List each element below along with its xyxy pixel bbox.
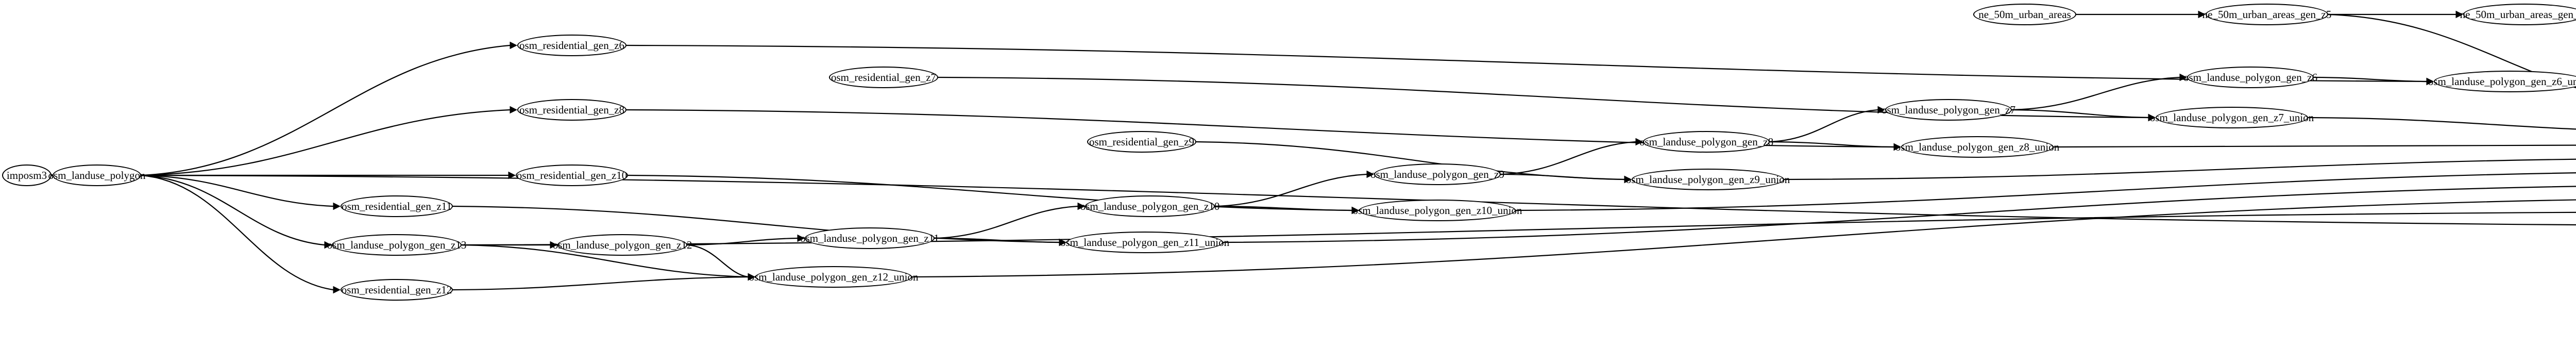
graph-node-label: imposm3: [6, 169, 47, 182]
edge-osm-landuse-polygon-to-layer-landuse-z14-: [141, 174, 2576, 226]
edge-osm-residential-gen-z10-to-osm-landuse-polygon-gen-z10-union: [628, 174, 1352, 211]
graph-node-osm-landuse-polygon-gen-z11-union[interactable]: osm_landuse_polygon_gen_z11_union: [1060, 232, 1229, 253]
graph-node-label: osm_landuse_polygon_gen_z9_union: [1625, 173, 1790, 186]
graph-node-label: ne_50m_urban_areas: [1978, 8, 2071, 21]
graph-node-label: osm_residential_gen_z12: [341, 283, 452, 296]
graph-node-imposm3[interactable]: imposm3: [2, 164, 52, 186]
graph-node-osm-residential-gen-z10[interactable]: osm_residential_gen_z10: [516, 164, 628, 186]
edge-osm-landuse-polygon-gen-z12-to-osm-landuse-polygon-gen-z12-union: [687, 244, 749, 278]
edge-osm-landuse-polygon-gen-z9-to-osm-landuse-polygon-gen-z8: [1500, 141, 1636, 175]
edge-ne-50m-urban-areas-gen-z5-to-layer-landuse-z5: [2328, 13, 2576, 89]
edge-osm-landuse-polygon-gen-z11-to-osm-landuse-polygon-gen-z10: [934, 205, 1078, 239]
graph-node-label: osm_landuse_polygon_gen_z8_union: [1895, 140, 2060, 153]
edge-osm-landuse-polygon-gen-z12-union-to-layer-landuse-z12: [911, 199, 2576, 278]
graph-node-label: osm_landuse_polygon_gen_z10_union: [1352, 204, 1522, 217]
edge-osm-residential-gen-z12-to-osm-landuse-polygon-gen-z12-union: [452, 276, 749, 291]
edge-osm-landuse-polygon-to-osm-residential-gen-z6: [141, 44, 511, 176]
graph-node-osm-landuse-polygon-gen-z6[interactable]: osm_landuse_polygon_gen_z6: [2183, 67, 2317, 88]
graph-node-label: osm_landuse_polygon_gen_z8: [1639, 135, 1774, 148]
edge-osm-landuse-polygon-gen-z8-to-osm-landuse-polygon-gen-z7: [1769, 109, 1878, 143]
graph-node-osm-landuse-polygon-gen-z9[interactable]: osm_landuse_polygon_gen_z9: [1370, 163, 1504, 185]
graph-node-ne-50m-urban-areas-gen-z5[interactable]: ne_50m_urban_areas_gen_z5: [2202, 4, 2331, 25]
graph-node-osm-landuse-polygon-gen-z8[interactable]: osm_landuse_polygon_gen_z8: [1639, 131, 1773, 153]
graph-node-osm-residential-gen-z8[interactable]: osm_residential_gen_z8: [517, 99, 626, 121]
graph-node-osm-residential-gen-z12[interactable]: osm_residential_gen_z12: [341, 279, 453, 301]
edge-osm-landuse-polygon-gen-z9-to-osm-landuse-polygon-gen-z9-union: [1500, 173, 1625, 180]
graph-node-osm-landuse-polygon-gen-z9-union[interactable]: osm_landuse_polygon_gen_z9_union: [1626, 169, 1790, 190]
graph-node-osm-landuse-polygon-gen-z12-union[interactable]: osm_landuse_polygon_gen_z12_union: [749, 266, 918, 288]
edge-osm-residential-gen-z11-to-osm-landuse-polygon-gen-z11-union: [452, 205, 1060, 243]
graph-node-label: osm_landuse_polygon_gen_z7_union: [2149, 111, 2314, 124]
edge-osm-landuse-polygon-to-osm-residential-gen-z8: [141, 109, 511, 176]
graph-node-osm-landuse-polygon-gen-z6-union[interactable]: osm_landuse_polygon_gen_z6_union: [2428, 71, 2576, 92]
edge-osm-landuse-polygon-gen-z10-to-osm-landuse-polygon-gen-z9: [1214, 173, 1367, 207]
graph-node-label: osm_landuse_polygon_gen_z11: [800, 232, 939, 244]
graph-node-label: osm_landuse_polygon: [48, 169, 146, 182]
edge-osm-landuse-polygon-gen-z11-union-to-layer-landuse-z11: [1223, 186, 2576, 243]
graph-node-label: osm_landuse_polygon_gen_z6: [2183, 71, 2318, 84]
graph-node-label: osm_landuse_polygon_gen_z6_union: [2428, 75, 2576, 88]
edge-osm-landuse-polygon-to-osm-landuse-polygon-gen-z13: [141, 174, 325, 246]
graph-node-osm-landuse-polygon-gen-z7-union[interactable]: osm_landuse_polygon_gen_z7_union: [2150, 107, 2314, 128]
graph-node-osm-landuse-polygon-gen-z7[interactable]: osm_landuse_polygon_gen_z7: [1881, 99, 2016, 121]
graph-node-osm-landuse-polygon-gen-z12[interactable]: osm_landuse_polygon_gen_z12: [553, 234, 692, 256]
edge-osm-landuse-polygon-gen-z10-union-to-layer-landuse-z10: [1515, 172, 2576, 211]
graph-node-label: osm_landuse_polygon_gen_z9: [1370, 168, 1505, 180]
graph-node-label: osm_residential_gen_z6: [519, 39, 625, 52]
graph-node-osm-residential-gen-z9[interactable]: osm_residential_gen_z9: [1087, 131, 1196, 153]
edge-osm-landuse-polygon-gen-z10-to-osm-landuse-polygon-gen-z10-union: [1214, 205, 1352, 211]
graph-node-osm-landuse-polygon-gen-z11[interactable]: osm_landuse_polygon_gen_z11: [800, 227, 939, 249]
edge-osm-landuse-polygon-gen-z7-to-osm-landuse-polygon-gen-z6: [2011, 76, 2180, 111]
graph-node-label: osm_landuse_polygon_gen_z12_union: [749, 270, 919, 283]
edge-osm-landuse-polygon-gen-z9-union-to-layer-landuse-z9: [1784, 158, 2576, 180]
edge-osm-landuse-polygon-gen-z7-to-osm-landuse-polygon-gen-z7-union: [2011, 109, 2149, 119]
graph-node-label: osm_residential_gen_z11: [342, 200, 452, 212]
edge-osm-landuse-polygon-gen-z13-to-osm-landuse-polygon-gen-z12-union: [461, 244, 749, 278]
graph-node-osm-landuse-polygon-gen-z10-union[interactable]: osm_landuse_polygon_gen_z10_union: [1353, 200, 1522, 221]
graph-node-osm-residential-gen-z11[interactable]: osm_residential_gen_z11: [341, 195, 453, 217]
graph-node-osm-landuse-polygon[interactable]: osm_landuse_polygon: [48, 164, 146, 186]
graph-node-label: osm_landuse_polygon_gen_z7: [1881, 103, 2016, 116]
graph-node-label: osm_landuse_polygon_gen_z12: [552, 238, 692, 251]
edge-osm-landuse-polygon-to-osm-residential-gen-z12: [141, 174, 334, 291]
graph-node-label: ne_50m_urban_areas_gen_z4: [2460, 8, 2576, 21]
graph-node-label: osm_residential_gen_z10: [516, 169, 628, 182]
graph-node-osm-residential-gen-z6[interactable]: osm_residential_gen_z6: [517, 35, 626, 56]
edge-osm-landuse-polygon-to-osm-residential-gen-z11: [141, 174, 334, 207]
graph-node-ne-50m-urban-areas[interactable]: ne_50m_urban_areas: [1973, 4, 2076, 25]
edge-osm-landuse-polygon-gen-z8-to-osm-landuse-polygon-gen-z8-union: [1769, 141, 1894, 148]
edge-osm-residential-gen-z6-to-osm-landuse-polygon-gen-z6-union: [626, 44, 2427, 83]
graph-node-label: osm_residential_gen_z8: [519, 103, 625, 116]
graph-node-label: osm_landuse_polygon_gen_z11_union: [1060, 236, 1230, 249]
graph-node-label: osm_landuse_polygon_gen_z13: [327, 238, 467, 251]
edge-osm-landuse-polygon-gen-z8-union-to-layer-landuse-z8: [2053, 144, 2576, 148]
edge-osm-landuse-polygon-gen-z6-to-osm-landuse-polygon-gen-z6-union: [2313, 76, 2427, 83]
graph-node-osm-residential-gen-z7[interactable]: osm_residential_gen_z7: [829, 67, 938, 88]
graph-node-label: osm_residential_gen_z9: [1089, 135, 1195, 148]
graph-node-osm-landuse-polygon-gen-z8-union[interactable]: osm_landuse_polygon_gen_z8_union: [1895, 136, 2059, 158]
graph-node-osm-landuse-polygon-gen-z13[interactable]: osm_landuse_polygon_gen_z13: [327, 234, 466, 256]
edge-osm-landuse-polygon-gen-z12-to-osm-landuse-polygon-gen-z11: [687, 237, 798, 246]
edge-osm-landuse-polygon-gen-z7-union-to-layer-landuse-z7: [2308, 117, 2576, 130]
graph-node-label: osm_residential_gen_z7: [831, 71, 937, 84]
graph-node-label: ne_50m_urban_areas_gen_z5: [2202, 8, 2332, 21]
edge-osm-landuse-polygon-gen-z13-to-layer-landuse-z13: [461, 211, 2576, 246]
graph-node-label: osm_landuse_polygon_gen_z10: [1080, 200, 1220, 212]
graph-node-osm-landuse-polygon-gen-z10[interactable]: osm_landuse_polygon_gen_z10: [1080, 195, 1219, 217]
